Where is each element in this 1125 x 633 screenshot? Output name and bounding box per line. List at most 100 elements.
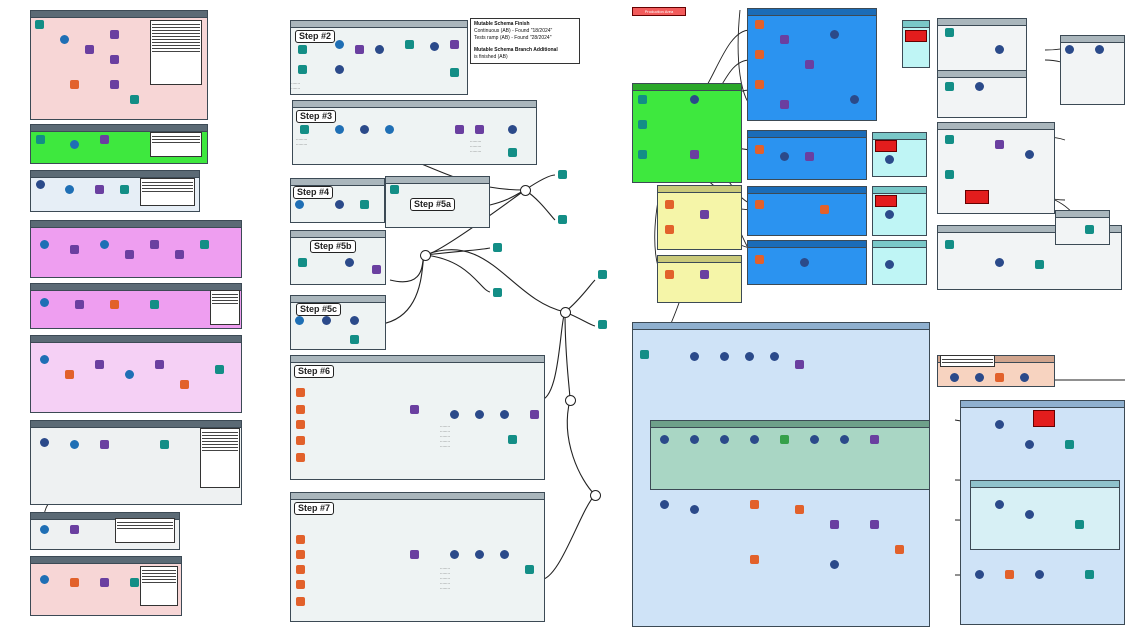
filter-icon[interactable]	[180, 380, 189, 389]
sort-icon[interactable]	[40, 438, 49, 447]
join-icon[interactable]	[110, 55, 119, 64]
sort-icon[interactable]	[885, 155, 894, 164]
filter-icon[interactable]	[750, 500, 759, 509]
output-icon[interactable]	[1075, 520, 1084, 529]
formula-icon[interactable]	[295, 200, 304, 209]
formula-icon[interactable]	[125, 370, 134, 379]
formula-icon[interactable]	[70, 140, 79, 149]
filter-icon[interactable]	[755, 50, 764, 59]
sort-icon[interactable]	[995, 500, 1004, 509]
join-icon[interactable]	[805, 60, 814, 69]
sort-icon[interactable]	[975, 570, 984, 579]
sort-icon[interactable]	[830, 30, 839, 39]
formula-icon[interactable]	[60, 35, 69, 44]
output-icon[interactable]	[598, 320, 607, 329]
sort-icon[interactable]	[350, 316, 359, 325]
sort-icon[interactable]	[430, 42, 439, 51]
output-icon[interactable]	[558, 215, 567, 224]
join-icon[interactable]	[995, 140, 1004, 149]
output-icon[interactable]	[1035, 260, 1044, 269]
output-icon[interactable]	[350, 335, 359, 344]
sort-icon[interactable]	[995, 258, 1004, 267]
output-icon[interactable]	[450, 68, 459, 77]
output-icon[interactable]	[493, 288, 502, 297]
sort-icon[interactable]	[850, 95, 859, 104]
filter-icon[interactable]	[895, 545, 904, 554]
formula-icon[interactable]	[40, 575, 49, 584]
output-icon[interactable]	[160, 440, 169, 449]
sort-icon[interactable]	[950, 373, 959, 382]
input-file-icon[interactable]	[296, 405, 305, 414]
sort-icon[interactable]	[1095, 45, 1104, 54]
input-icon[interactable]	[638, 95, 647, 104]
sort-icon[interactable]	[508, 125, 517, 134]
filter-icon[interactable]	[755, 20, 764, 29]
join-icon[interactable]	[450, 40, 459, 49]
join-icon[interactable]	[125, 250, 134, 259]
sort-icon[interactable]	[995, 45, 1004, 54]
output-icon[interactable]	[508, 148, 517, 157]
sort-icon[interactable]	[450, 410, 459, 419]
input-icon[interactable]	[945, 135, 954, 144]
filter-icon[interactable]	[795, 505, 804, 514]
filter-icon[interactable]	[65, 370, 74, 379]
union-icon[interactable]	[95, 185, 104, 194]
sort-icon[interactable]	[690, 352, 699, 361]
sort-icon[interactable]	[975, 82, 984, 91]
union-icon[interactable]	[410, 550, 419, 559]
output-icon[interactable]	[493, 243, 502, 252]
join-icon[interactable]	[690, 150, 699, 159]
union-node-icon[interactable]	[520, 185, 531, 196]
sort-icon[interactable]	[335, 200, 344, 209]
input-icon[interactable]	[36, 135, 45, 144]
input-file-icon[interactable]	[296, 535, 305, 544]
sort-icon[interactable]	[660, 500, 669, 509]
sort-icon[interactable]	[475, 410, 484, 419]
join-icon[interactable]	[85, 45, 94, 54]
union-node-icon[interactable]	[590, 490, 601, 501]
output-icon[interactable]	[130, 95, 139, 104]
sort-icon[interactable]	[360, 125, 369, 134]
filter-icon[interactable]	[995, 373, 1004, 382]
join-icon[interactable]	[475, 125, 484, 134]
sort-icon[interactable]	[975, 373, 984, 382]
join-icon[interactable]	[372, 265, 381, 274]
formula-icon[interactable]	[385, 125, 394, 134]
input-icon[interactable]	[640, 350, 649, 359]
join-icon[interactable]	[780, 100, 789, 109]
sort-icon[interactable]	[450, 550, 459, 559]
input-file-icon[interactable]	[296, 388, 305, 397]
output-icon[interactable]	[1085, 225, 1094, 234]
input-icon[interactable]	[945, 82, 954, 91]
join-icon[interactable]	[830, 520, 839, 529]
sort-icon[interactable]	[750, 435, 759, 444]
input-file-icon[interactable]	[296, 565, 305, 574]
output-icon[interactable]	[1065, 440, 1074, 449]
union-node-icon[interactable]	[420, 250, 431, 261]
formula-icon[interactable]	[295, 316, 304, 325]
formula-icon[interactable]	[70, 440, 79, 449]
input-icon[interactable]	[638, 120, 647, 129]
sort-icon[interactable]	[1025, 150, 1034, 159]
filter-icon[interactable]	[665, 270, 674, 279]
input-icon[interactable]	[945, 28, 954, 37]
filter-icon[interactable]	[755, 145, 764, 154]
join-icon[interactable]	[455, 125, 464, 134]
input-icon[interactable]	[300, 125, 309, 134]
input-icon[interactable]	[638, 150, 647, 159]
formula-icon[interactable]	[65, 185, 74, 194]
filter-icon[interactable]	[70, 80, 79, 89]
filter-icon[interactable]	[755, 200, 764, 209]
input-file-icon[interactable]	[296, 436, 305, 445]
join-icon[interactable]	[75, 300, 84, 309]
sort-icon[interactable]	[885, 260, 894, 269]
join-icon[interactable]	[530, 410, 539, 419]
sort-icon[interactable]	[375, 45, 384, 54]
sort-icon[interactable]	[830, 560, 839, 569]
formula-icon[interactable]	[40, 525, 49, 534]
formula-icon[interactable]	[335, 125, 344, 134]
union-node-icon[interactable]	[565, 395, 576, 406]
union-icon[interactable]	[410, 405, 419, 414]
sort-icon[interactable]	[500, 550, 509, 559]
filter-icon[interactable]	[665, 200, 674, 209]
